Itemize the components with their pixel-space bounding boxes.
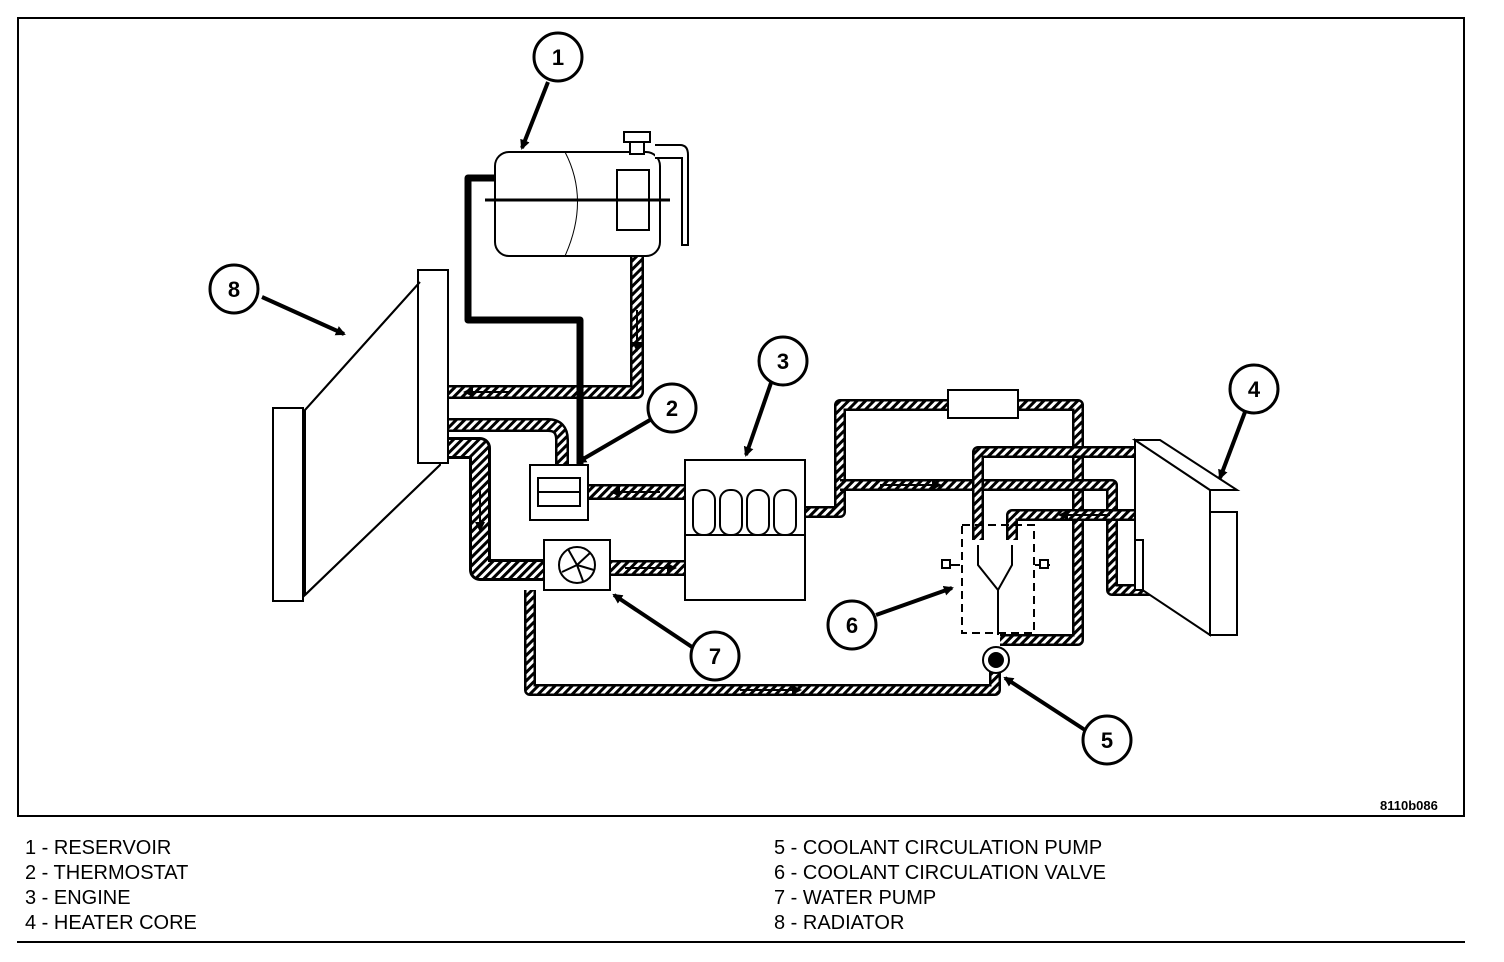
callout-leaders [261, 81, 1247, 732]
svg-text:1: 1 [552, 45, 564, 70]
callout-3: 3 [757, 335, 809, 387]
callout-8: 8 [208, 263, 260, 315]
bottom-divider [17, 941, 1465, 943]
leader-4 [1218, 411, 1247, 480]
coolant-circulation-pump [982, 646, 1010, 674]
legend-item-5: 5 - COOLANT CIRCULATION PUMP [774, 837, 1103, 859]
hose-heater-upper [972, 446, 1140, 540]
leader-6 [875, 585, 954, 617]
callout-2: 2 [646, 382, 698, 434]
leader-3 [743, 379, 774, 457]
legend-item-8: 8 - RADIATOR [774, 912, 905, 934]
legend-left: 1 - RESERVOIR 2 - THERMOSTAT 3 - ENGINE … [25, 836, 197, 936]
coolant-circulation-valve [941, 524, 1050, 635]
hose-bottom-return [524, 590, 1001, 696]
figure-id: 8110b086 [1380, 798, 1438, 813]
callout-5: 5 [1081, 714, 1133, 766]
leader-7 [612, 593, 694, 649]
callout-circles: 1 2 3 4 5 6 7 8 [208, 31, 1280, 766]
diagram-frame [17, 17, 1465, 817]
legend-item-3: 3 - ENGINE [25, 887, 131, 909]
leader-5 [1003, 676, 1087, 732]
svg-text:8: 8 [228, 277, 240, 302]
legend-item-1: 1 - RESERVOIR [25, 837, 172, 859]
engine [684, 459, 806, 601]
legend-item-4: 4 - HEATER CORE [25, 912, 197, 934]
radiator [272, 269, 449, 602]
callout-4: 4 [1228, 363, 1280, 415]
legend-right: 5 - COOLANT CIRCULATION PUMP 6 - COOLANT… [774, 836, 1106, 936]
hose-engine-to-heater [805, 399, 1084, 646]
callout-1: 1 [532, 31, 584, 83]
svg-text:3: 3 [777, 349, 789, 374]
svg-text:7: 7 [709, 644, 721, 669]
callout-6: 6 [826, 599, 878, 651]
inline-heater-component [947, 389, 1019, 419]
thermostat [529, 464, 589, 521]
heater-core [1131, 438, 1241, 637]
legend-item-7: 7 - WATER PUMP [774, 887, 937, 909]
leader-1 [520, 81, 550, 150]
legend-item-2: 2 - THERMOSTAT [25, 862, 189, 884]
reservoir [485, 131, 689, 257]
callout-7: 7 [689, 630, 741, 682]
svg-text:2: 2 [666, 396, 678, 421]
svg-text:5: 5 [1101, 728, 1113, 753]
svg-text:4: 4 [1248, 377, 1261, 402]
hose-radiator-to-thermostat [300, 418, 569, 470]
leader-8 [261, 295, 346, 336]
reservoir-vent-line [464, 174, 584, 470]
water-pump [543, 539, 611, 591]
svg-text:6: 6 [846, 613, 858, 638]
leader-2 [576, 418, 652, 464]
legend-item-6: 6 - COOLANT CIRCULATION VALVE [774, 862, 1106, 884]
